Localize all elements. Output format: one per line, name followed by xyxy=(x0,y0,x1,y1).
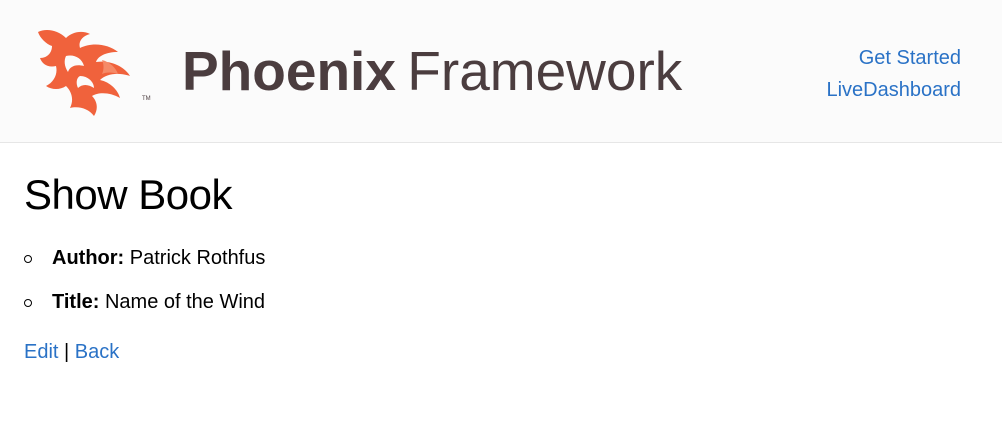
back-link[interactable]: Back xyxy=(74,341,120,363)
nav-link-live-dashboard[interactable]: LiveDashboard xyxy=(826,79,961,101)
main-content: Show Book Author: Patrick Rothfus Title:… xyxy=(24,168,964,364)
header-nav: Get Started LiveDashboard xyxy=(826,42,961,106)
title-value: Name of the Wind xyxy=(99,291,266,313)
edit-link[interactable]: Edit xyxy=(24,341,59,363)
detail-item-author: Author: Patrick Rothfus xyxy=(24,246,964,270)
phoenix-logo-graphic: TM Phoenix Framework xyxy=(38,30,683,116)
nav-link-get-started[interactable]: Get Started xyxy=(858,47,961,69)
bullet-icon xyxy=(24,255,32,263)
logo-wordmark-light: Framework xyxy=(392,40,683,102)
action-links: Edit | Back xyxy=(24,340,964,364)
svg-text:TM: TM xyxy=(142,96,151,102)
phoenix-bird-icon: TM xyxy=(38,30,151,116)
title-label: Title: xyxy=(52,291,100,313)
author-value: Patrick Rothfus xyxy=(124,247,266,269)
bullet-icon xyxy=(24,299,32,307)
phoenix-logo[interactable]: TM Phoenix Framework xyxy=(36,26,700,118)
page-title: Show Book xyxy=(24,171,232,218)
book-details-list: Author: Patrick Rothfus Title: Name of t… xyxy=(24,246,964,314)
author-label: Author: xyxy=(52,247,125,269)
link-separator: | xyxy=(58,341,75,363)
detail-item-title: Title: Name of the Wind xyxy=(24,290,964,314)
logo-wordmark-bold: Phoenix xyxy=(182,40,396,102)
site-header: TM Phoenix Framework Get Started LiveDas… xyxy=(0,0,1002,143)
